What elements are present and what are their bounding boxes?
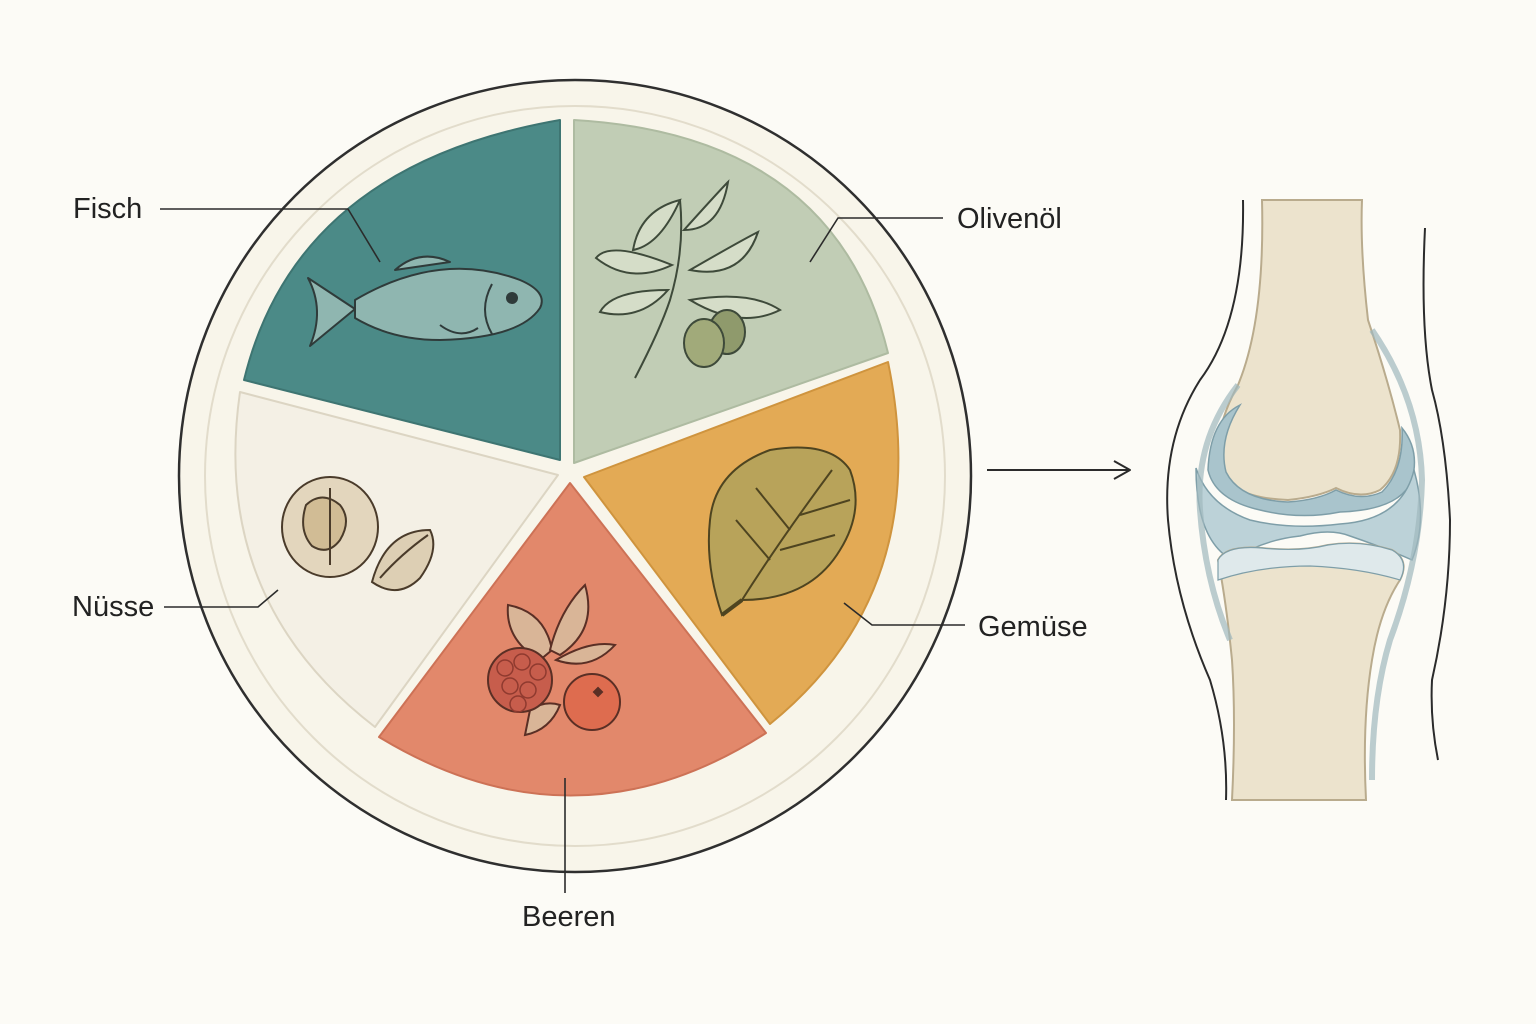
label-vegetables: Gemüse <box>978 611 1088 643</box>
walnut-almond-icon <box>281 476 435 591</box>
leader-olive-oil <box>809 217 943 263</box>
femur-bone <box>1217 199 1402 502</box>
knee-joint-illustration <box>1166 199 1452 801</box>
label-olive-oil: Olivenöl <box>957 203 1062 235</box>
leafy-green-icon <box>707 446 857 617</box>
segment-labels: Fisch Olivenöl Nüsse Gemüse Beeren <box>72 193 1088 933</box>
label-berries: Beeren <box>522 901 616 933</box>
leader-fish <box>160 208 381 263</box>
label-fish: Fisch <box>73 193 142 225</box>
leader-nuts <box>164 589 279 608</box>
leader-lines <box>160 208 965 893</box>
leader-vegetables <box>843 602 965 626</box>
olive-branch-icon <box>594 179 782 379</box>
segment-olive-oil <box>573 119 889 464</box>
tibia-bone <box>1216 542 1405 801</box>
label-nuts: Nüsse <box>72 591 154 623</box>
fish-icon <box>307 255 543 347</box>
berries-icon <box>487 583 621 737</box>
arrow-right-icon <box>987 460 1131 480</box>
cartilage-upper <box>1207 403 1416 517</box>
